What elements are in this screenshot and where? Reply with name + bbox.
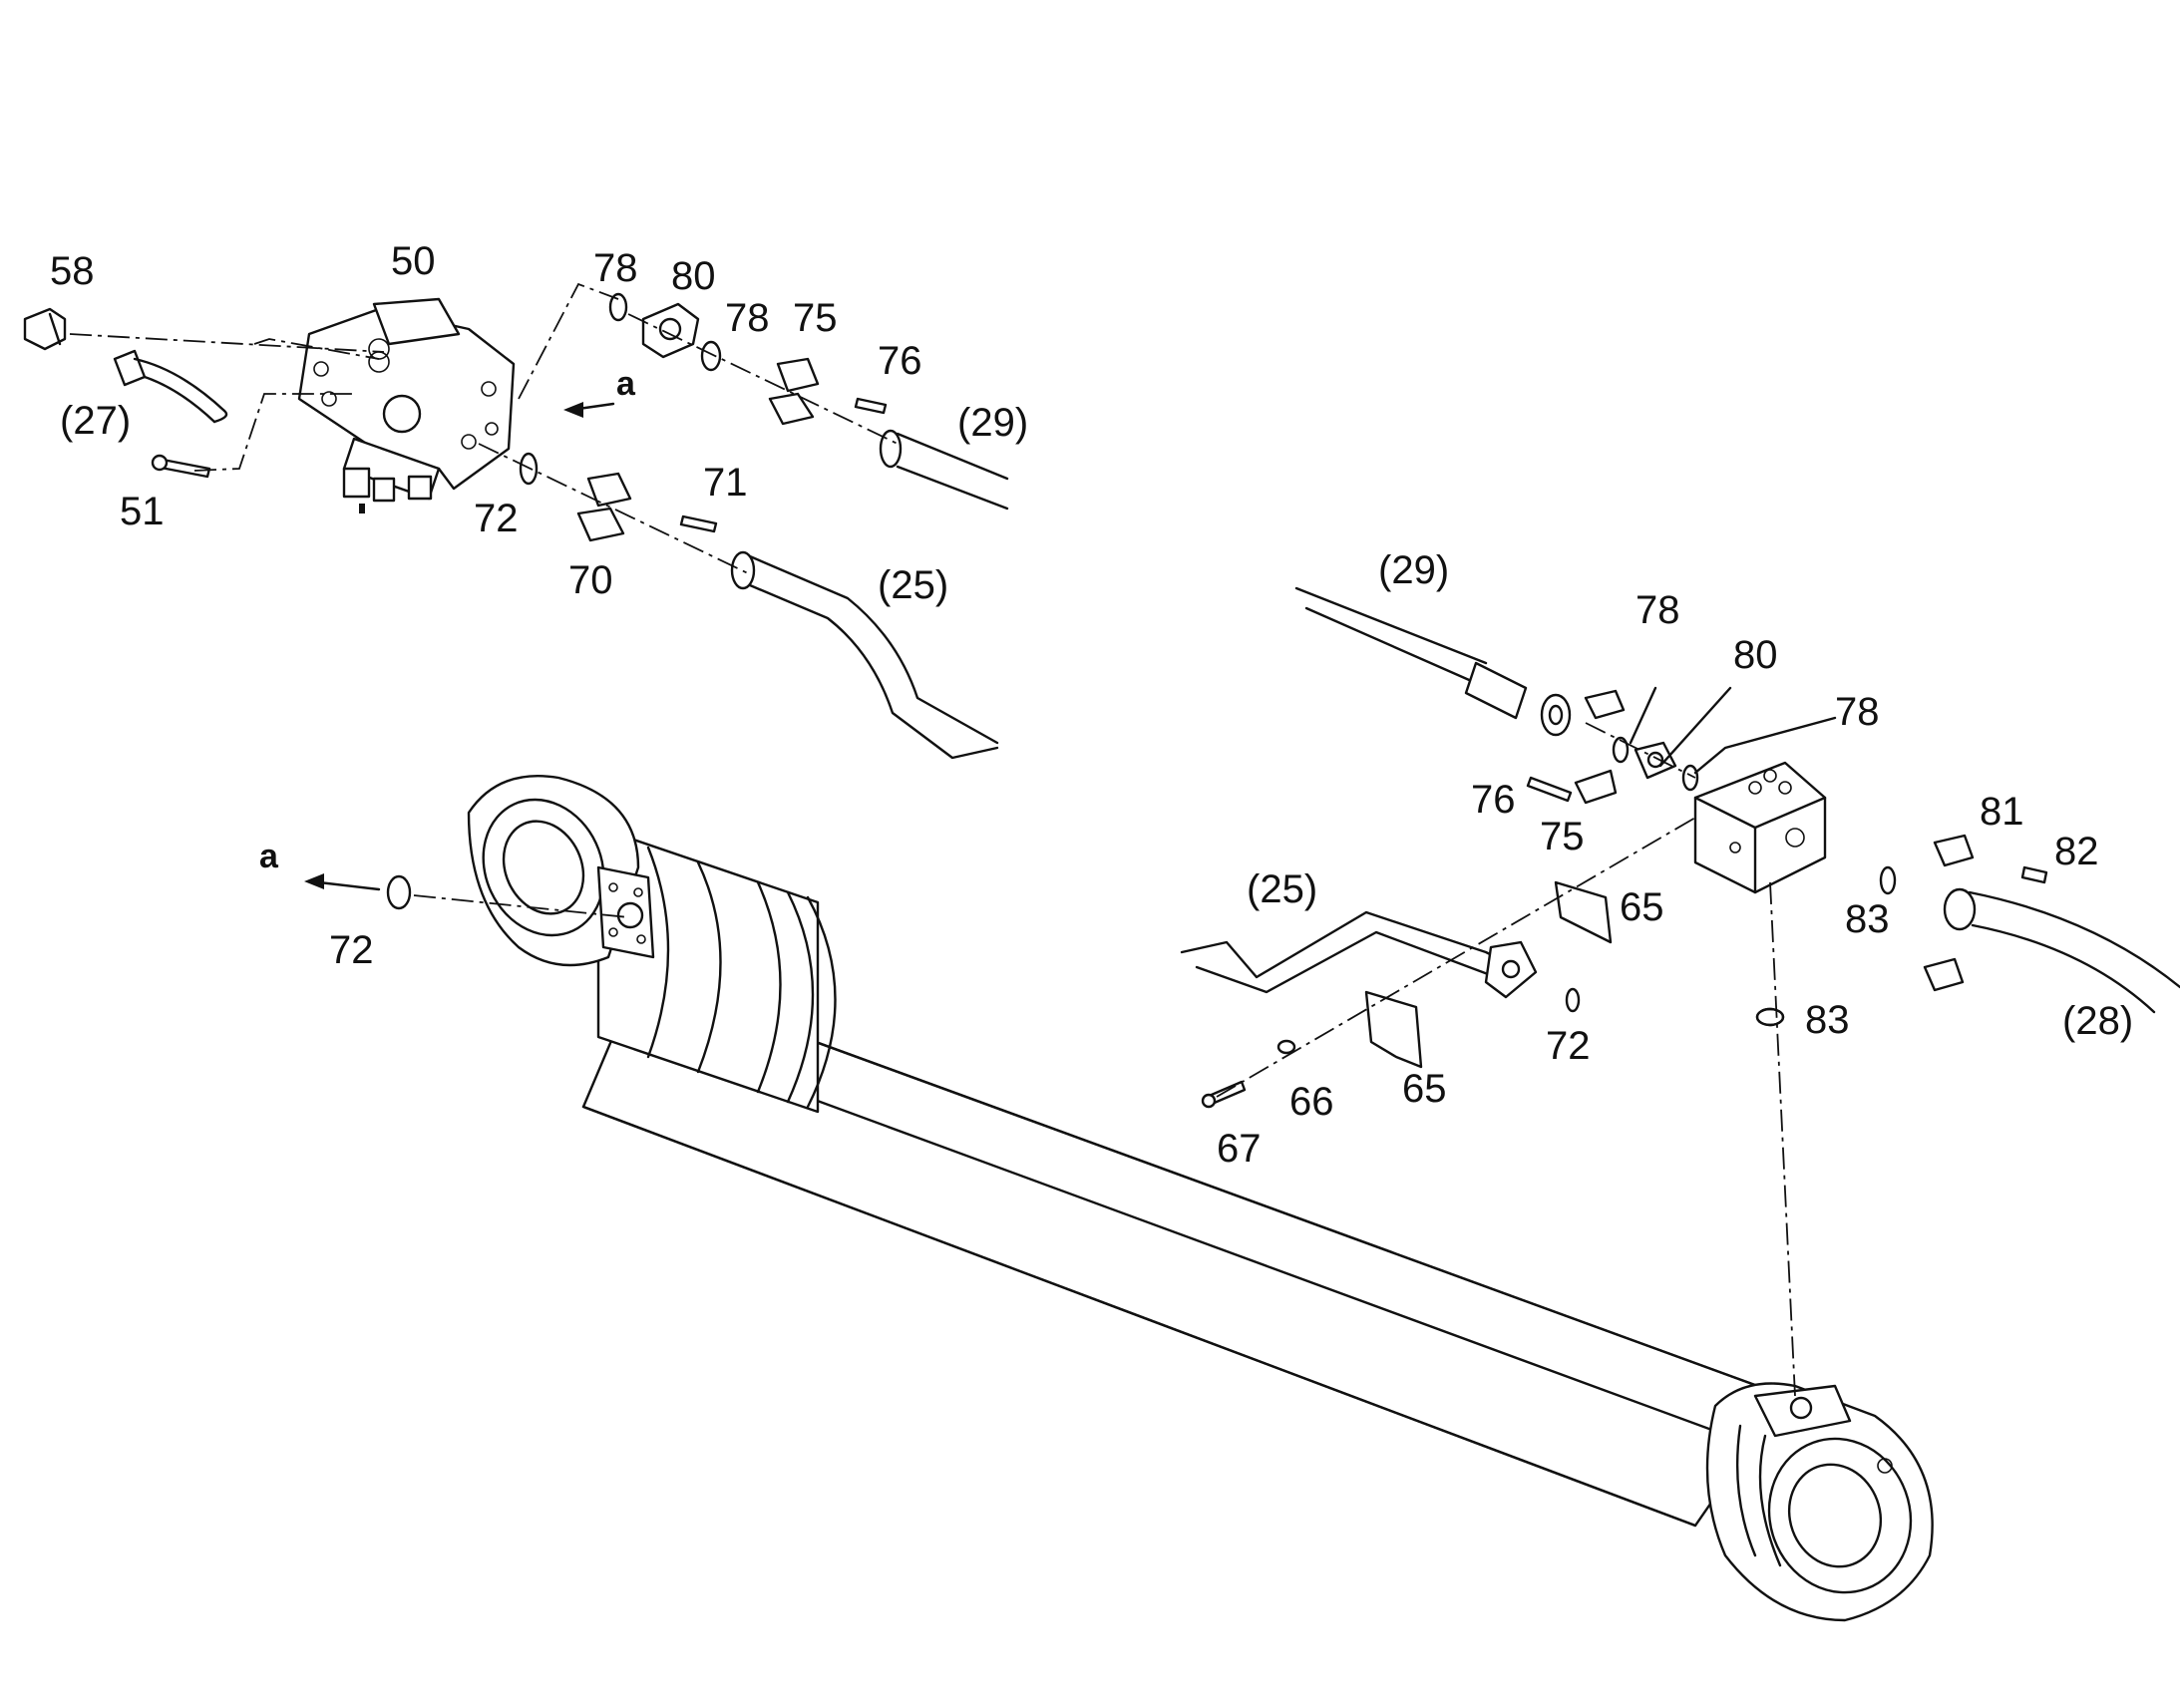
arrow-a-left-label: a	[259, 838, 279, 875]
bracket-65-upper	[1554, 880, 1613, 944]
callout-82: 82	[2054, 830, 2099, 873]
hose-27	[113, 349, 228, 424]
tube-25-lower	[1180, 910, 1581, 1013]
callout-80-upper: 80	[671, 254, 716, 298]
callout-83-right: 83	[1845, 897, 1890, 941]
arrow-a-left	[304, 873, 381, 891]
callout-83-lower: 83	[1805, 998, 1850, 1042]
callout-70: 70	[568, 558, 613, 602]
callout-81: 81	[1980, 790, 2024, 834]
o-ring-72-left	[386, 874, 412, 910]
hydraulic-cylinder	[467, 774, 1934, 1622]
plug-58	[23, 307, 67, 351]
callout-27: (27)	[60, 399, 131, 443]
callout-50: 50	[391, 239, 436, 283]
callout-labels: 58 50 (27) 51 78 80 78 75 76 (29) 72 71 …	[50, 239, 2133, 1171]
callout-76-upper: 76	[878, 339, 922, 383]
callout-72-upper: 72	[474, 497, 519, 540]
right-manifold	[1693, 761, 1827, 894]
callout-29-upper: (29)	[957, 401, 1028, 445]
center-lines	[69, 282, 1837, 1397]
callout-65-upper: 65	[1620, 885, 1664, 929]
hose-29-right	[1294, 586, 1572, 737]
callout-80-right: 80	[1733, 633, 1778, 677]
arrow-a-upper-label: a	[616, 365, 636, 403]
callout-75-upper: 75	[793, 296, 838, 340]
callout-28: (28)	[2062, 999, 2133, 1043]
callout-78-upper-a: 78	[593, 246, 638, 290]
callout-58: 58	[50, 249, 95, 293]
bolt-51	[151, 454, 211, 479]
callout-78-right-a: 78	[1635, 588, 1680, 632]
callout-71: 71	[703, 461, 748, 505]
washer-66	[1276, 1039, 1296, 1055]
callout-65-lower: 65	[1402, 1067, 1447, 1111]
callout-78-upper-b: 78	[725, 296, 770, 340]
arrow-a-upper	[563, 402, 615, 418]
bolt-67	[1201, 1080, 1247, 1109]
callout-25-upper: (25)	[878, 563, 948, 607]
o-ring-83	[1755, 1007, 1785, 1027]
callout-29-right: (29)	[1378, 548, 1449, 592]
valve-block	[297, 297, 516, 513]
callout-25-lower: (25)	[1247, 867, 1317, 911]
callout-75-right: 75	[1540, 815, 1585, 858]
callout-76-right: 76	[1471, 778, 1516, 822]
callout-66: 66	[1289, 1080, 1334, 1124]
callout-72-left: 72	[329, 928, 374, 972]
callout-78-right-b: 78	[1835, 690, 1880, 734]
callout-67: 67	[1217, 1127, 1262, 1171]
callout-51: 51	[120, 490, 165, 533]
right-fittings	[1526, 689, 2180, 1027]
upper-fittings	[519, 292, 1009, 760]
callout-72-lower: 72	[1546, 1024, 1591, 1068]
bracket-65-lower	[1364, 990, 1423, 1069]
